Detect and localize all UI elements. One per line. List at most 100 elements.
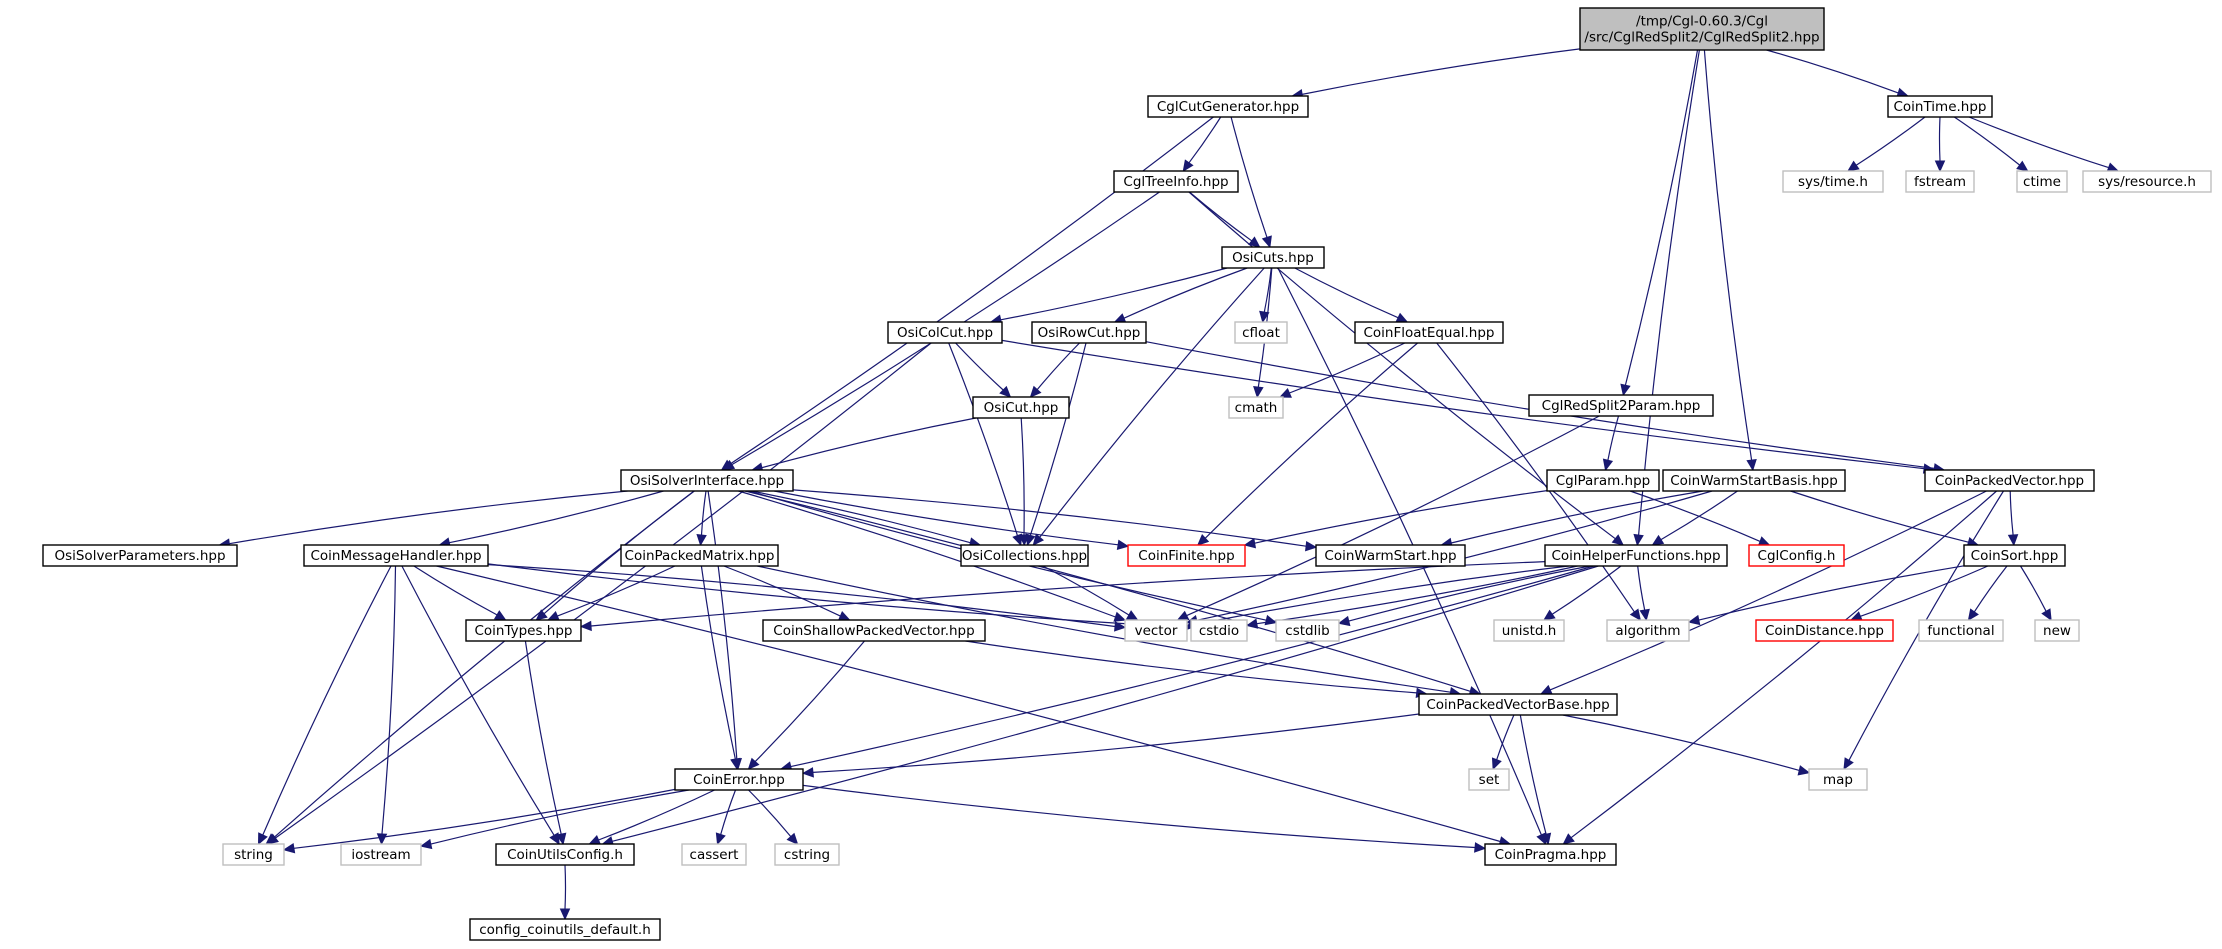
edge-line <box>738 490 1116 618</box>
node-CglCutGenerator[interactable]: CglCutGenerator.hpp <box>1147 95 1309 118</box>
edge-line <box>1186 415 1600 617</box>
node-root[interactable]: /tmp/Cgl-0.60.3/Cgl/src/CglRedSplit2/Cgl… <box>1579 7 1825 51</box>
edge-CoinFloatEqual-to-CoinFinite <box>1197 342 1418 546</box>
edge-arrowhead <box>1967 608 1979 621</box>
node-OsiCut[interactable]: OsiCut.hpp <box>972 396 1070 419</box>
edge-line <box>700 565 736 760</box>
edge-line <box>1301 48 1581 95</box>
node-box <box>1468 768 1510 791</box>
edge-line <box>449 490 664 544</box>
node-ctime: ctime <box>2016 170 2068 193</box>
edge-line <box>1519 714 1547 835</box>
edge-arrowhead <box>999 385 1012 398</box>
node-label: cstdlib <box>1285 623 1329 639</box>
node-cassert: cassert <box>681 843 747 866</box>
edge-arrowhead <box>1934 160 1946 173</box>
edge-OsiSolverInterface-to-CoinMessageHandler <box>438 490 664 548</box>
node-CoinShallowPackedVector[interactable]: CoinShallowPackedVector.hpp <box>762 619 986 642</box>
node-box <box>960 544 1089 567</box>
edge-OsiSolverInterface-to-CoinFinite <box>773 490 1130 550</box>
node-label: cstdio <box>1199 623 1239 639</box>
edge-CoinFloatEqual-to-cmath <box>1279 342 1406 398</box>
edge-CoinUtilsConfig-to-config_coinutils_default <box>559 864 571 921</box>
node-CoinWarmStart[interactable]: CoinWarmStart.hpp <box>1315 544 1466 567</box>
node-CoinWarmStartBasis[interactable]: CoinWarmStartBasis.hpp <box>1662 469 1846 492</box>
edge-CglTreeInfo-to-OsiCuts <box>1189 191 1261 248</box>
node-OsiCuts[interactable]: OsiCuts.hpp <box>1221 246 1325 269</box>
edge-line <box>1968 116 2109 169</box>
node-label: cfloat <box>1242 325 1280 341</box>
node-label: CglRedSplit2Param.hpp <box>1542 398 1701 414</box>
edge-CoinHelperFunctions-to-cstdio <box>1245 565 1578 629</box>
node-CoinFloatEqual[interactable]: CoinFloatEqual.hpp <box>1354 321 1504 344</box>
node-CoinMessageHandler[interactable]: CoinMessageHandler.hpp <box>303 544 489 567</box>
node-box <box>1579 7 1825 51</box>
edge-OsiRowCut-to-OsiCut <box>1029 342 1080 398</box>
edge-line <box>965 640 1417 694</box>
edge-line <box>430 789 690 845</box>
node-unistd: unistd.h <box>1493 619 1565 642</box>
node-label: CoinShallowPackedVector.hpp <box>773 623 974 639</box>
edge-arrowhead <box>2016 160 2029 172</box>
node-CoinPackedMatrix[interactable]: CoinPackedMatrix.hpp <box>620 544 779 567</box>
node-box <box>1190 619 1248 642</box>
node-OsiColCut[interactable]: OsiColCut.hpp <box>887 321 1003 344</box>
edge-line <box>1436 342 1635 613</box>
node-label: CoinPackedVector.hpp <box>1935 473 2084 489</box>
edge-arrowhead <box>1491 757 1502 771</box>
node-label: algorithm <box>1615 623 1680 639</box>
edge-line <box>754 640 865 763</box>
node-OsiCollections[interactable]: OsiCollections.hpp <box>960 544 1089 567</box>
edge-arrowhead <box>1562 833 1575 845</box>
node-CglParam[interactable]: CglParam.hpp <box>1546 469 1660 492</box>
edge-CglRedSplit2Param-to-CglParam <box>1602 415 1620 472</box>
node-box <box>1544 544 1728 567</box>
node-box <box>1113 170 1239 193</box>
node-CoinTypes[interactable]: CoinTypes.hpp <box>465 619 582 642</box>
node-OsiRowCut[interactable]: OsiRowCut.hpp <box>1031 321 1147 344</box>
node-label: OsiCut.hpp <box>984 400 1059 416</box>
node-CoinHelperFunctions[interactable]: CoinHelperFunctions.hpp <box>1544 544 1728 567</box>
edge-CoinPackedMatrix-to-CoinError <box>700 565 741 771</box>
node-CglConfig[interactable]: CglConfig.h <box>1748 544 1845 567</box>
edge-line <box>748 789 792 837</box>
node-OsiSolverInterface[interactable]: OsiSolverInterface.hpp <box>620 469 794 492</box>
edge-OsiCollections-to-vector <box>1042 565 1139 621</box>
edge-CoinError-to-iostream <box>419 789 690 850</box>
edge-arrowhead <box>559 908 571 921</box>
edge-line <box>757 565 1451 693</box>
node-CoinDistance[interactable]: CoinDistance.hpp <box>1755 619 1894 642</box>
node-box <box>1315 544 1466 567</box>
node-map: map <box>1808 768 1868 791</box>
node-box <box>1748 544 1845 567</box>
node-CoinUtilsConfig[interactable]: CoinUtilsConfig.h <box>495 843 635 866</box>
node-CglRedSplit2Param[interactable]: CglRedSplit2Param.hpp <box>1528 394 1714 417</box>
node-CoinSort[interactable]: CoinSort.hpp <box>1963 544 2066 567</box>
edge-arrowhead <box>1248 236 1261 248</box>
node-CoinFinite[interactable]: CoinFinite.hpp <box>1127 544 1246 567</box>
node-CglTreeInfo[interactable]: CglTreeInfo.hpp <box>1113 170 1239 193</box>
edge-arrowhead <box>579 620 592 632</box>
edge-line <box>1551 565 1622 615</box>
edge-arrowhead <box>715 832 726 846</box>
edge-CoinError-to-CoinUtilsConfig <box>588 789 715 845</box>
edge-CoinMessageHandler-to-string <box>257 565 392 846</box>
edge-line <box>1188 191 1616 540</box>
node-CoinTime[interactable]: CoinTime.hpp <box>1887 95 1993 118</box>
node-label: new <box>2043 623 2071 639</box>
node-CoinPackedVectorBase[interactable]: CoinPackedVectorBase.hpp <box>1418 693 1618 716</box>
node-config_coinutils_default[interactable]: config_coinutils_default.h <box>469 918 661 941</box>
node-box <box>681 843 747 866</box>
node-CoinError[interactable]: CoinError.hpp <box>674 768 804 791</box>
edge-arrowhead <box>265 833 278 845</box>
edge-line <box>1189 191 1253 242</box>
node-CoinPackedVector[interactable]: CoinPackedVector.hpp <box>1924 469 2095 492</box>
node-OsiSolverParameters[interactable]: OsiSolverParameters.hpp <box>42 544 238 567</box>
node-CoinPragma[interactable]: CoinPragma.hpp <box>1484 843 1617 866</box>
edge-CoinError-to-CoinPragma <box>802 784 1487 853</box>
edge-CoinSort-to-new <box>2019 565 2052 622</box>
edge-CoinMessageHandler-to-vector <box>487 564 1127 632</box>
node-label: CoinTypes.hpp <box>474 623 572 639</box>
edge-line <box>1036 342 1080 390</box>
edge-line <box>524 640 562 835</box>
